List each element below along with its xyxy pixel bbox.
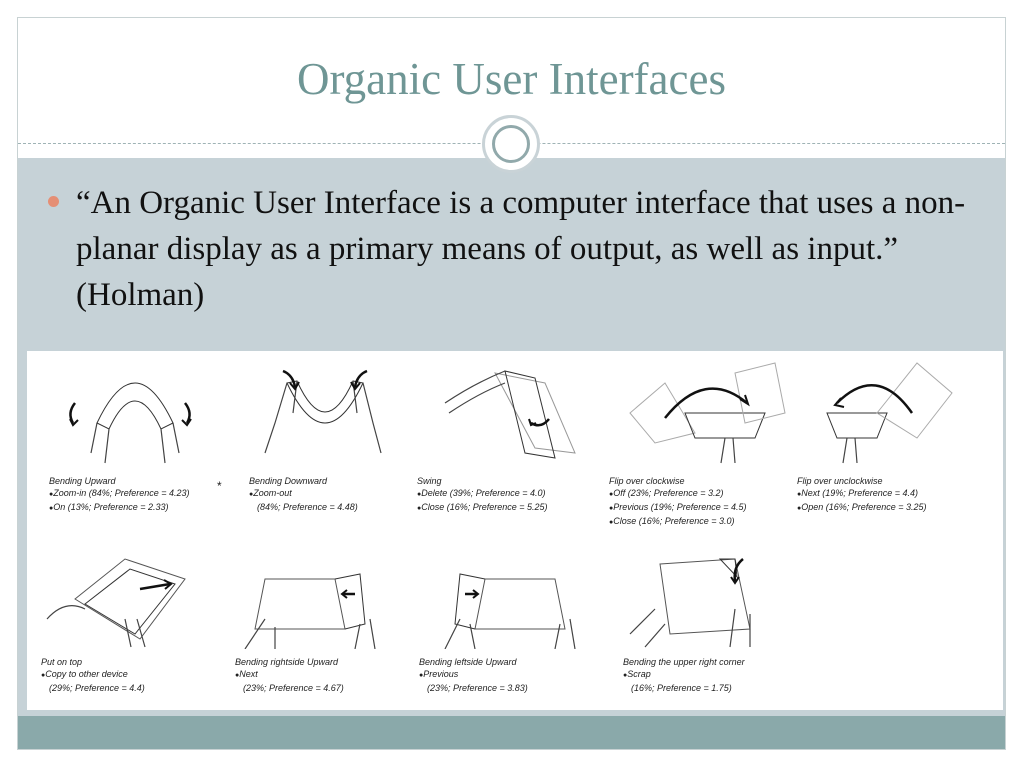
bending-upper-right-corner-illustration [625,539,775,649]
put-on-top-illustration [45,539,195,649]
caption-title: Bending rightside Upward [235,657,339,667]
caption-line: (29%; Preference = 4.4) [49,683,145,693]
caption-title: Bending the upper right corner [623,657,745,667]
swing-illustration [435,353,585,468]
caption-swing: Swing Delete (39%; Preference = 4.0) Clo… [417,475,548,515]
caption-line: (23%; Preference = 4.67) [243,683,344,693]
caption-title: Put on top [41,657,83,667]
caption-bending-downward: Bending Downward Zoom-out (84%; Preferen… [249,475,358,513]
caption-line: (16%; Preference = 1.75) [631,683,732,693]
caption-line: Close (16%; Preference = 5.25) [417,501,547,515]
flip-unclockwise-illustration [807,353,992,468]
caption-title: Bending Downward [249,476,328,486]
bullet-item: “An Organic User Interface is a computer… [48,180,978,318]
caption-line: Close (16%; Preference = 3.0) [609,515,747,529]
caption-line: Open (16%; Preference = 3.25) [797,501,926,515]
bending-upward-illustration [45,353,195,468]
caption-line: On (13%; Preference = 2.33) [49,501,190,515]
asterisk-mark: * [217,479,222,493]
caption-line: Next (19%; Preference = 4.4) [797,487,927,501]
caption-flip-unclockwise: Flip over unclockwise Next (19%; Prefere… [797,475,927,515]
caption-line: Next [235,668,344,682]
caption-line: Scrap [623,668,745,682]
circle-ornament-inner [492,125,530,163]
gesture-figure: Bending Upward Zoom-in (84%; Preference … [27,351,1003,710]
caption-line: (84%; Preference = 4.48) [257,502,358,512]
bending-rightside-upward-illustration [235,539,395,649]
bending-leftside-upward-illustration [435,539,595,649]
caption-title: Bending Upward [49,476,116,486]
footer-bar [18,716,1005,749]
bending-downward-illustration [235,353,385,468]
slide-title: Organic User Interfaces [297,54,726,104]
caption-title: Flip over unclockwise [797,476,883,486]
caption-bending-leftside-upward: Bending leftside Upward Previous (23%; P… [419,656,528,694]
caption-line: Zoom-in (84%; Preference = 4.23) [49,487,189,501]
caption-title: Swing [417,476,442,486]
slide: Organic User Interfaces “An Organic User… [17,17,1006,750]
caption-line: Off (23%; Preference = 3.2) [609,487,747,501]
caption-bending-upper-right-corner: Bending the upper right corner Scrap (16… [623,656,745,694]
caption-title: Flip over clockwise [609,476,685,486]
caption-line: Delete (39%; Preference = 4.0) [417,487,548,501]
caption-title: Bending leftside Upward [419,657,517,667]
caption-line: Previous (19%; Preference = 4.5) [609,501,746,515]
caption-line: Copy to other device [41,668,145,682]
caption-line: Zoom-out [249,487,358,501]
caption-put-on-top: Put on top Copy to other device (29%; Pr… [41,656,145,694]
flip-clockwise-illustration [625,353,800,468]
caption-line: Previous [419,668,528,682]
caption-flip-clockwise: Flip over clockwise Off (23%; Preference… [609,475,747,529]
caption-line: (23%; Preference = 3.83) [427,683,528,693]
caption-bending-upward: Bending Upward Zoom-in (84%; Preference … [49,475,190,515]
bullet-text: “An Organic User Interface is a computer… [76,185,966,313]
caption-bending-rightside-upward: Bending rightside Upward Next (23%; Pref… [235,656,344,694]
bullet-dot-icon [48,196,59,207]
circle-ornament-icon [482,115,540,173]
